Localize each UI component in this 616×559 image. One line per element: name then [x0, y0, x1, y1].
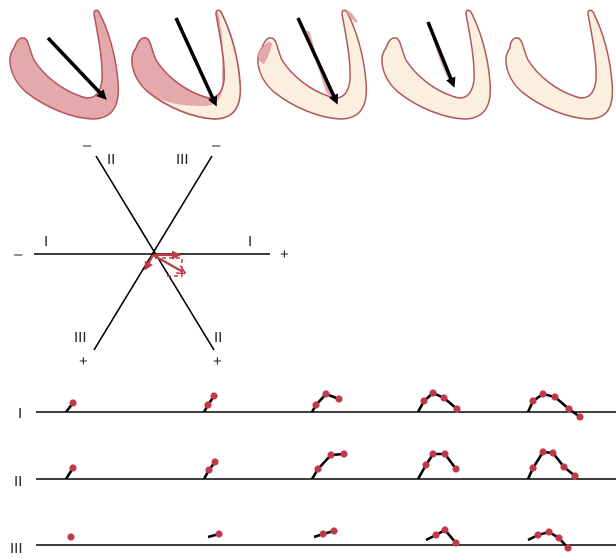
ecg-sample-point [69, 399, 76, 406]
plus-sign-lead-II: + [213, 353, 222, 370]
lead-II-label-bottom: II [214, 329, 222, 346]
ecg-segment-lead-I-stage-3 [312, 390, 343, 412]
ecg-sample-point [555, 534, 562, 541]
heart-stage-1 [10, 10, 118, 119]
ecg-sample-point [440, 394, 447, 401]
ecg-segment-lead-III-stage-5 [528, 528, 572, 551]
ecg-segment-lead-II-stage-2 [204, 458, 219, 479]
minus-sign-lead-III: – [212, 137, 221, 154]
ecg-segment-lead-I-stage-4 [418, 389, 461, 412]
ecg-sample-point [340, 450, 347, 457]
ecg-segment-lead-II-stage-3 [312, 450, 348, 479]
heart-stage-3 [258, 10, 366, 119]
lead-II-label-top: II [107, 151, 115, 168]
ecg-sample-point [551, 393, 558, 400]
trace-label-II: II [14, 473, 22, 490]
ecg-sample-point [529, 464, 536, 471]
ecg-sample-point [549, 449, 556, 456]
ecg-sample-point [576, 413, 583, 420]
ecg-sample-point [452, 465, 459, 472]
ecg-sample-point [564, 544, 571, 551]
ecg-segment-lead-I-stage-1 [66, 399, 77, 412]
ecg-sample-point [560, 463, 567, 470]
ecg-sample-point [211, 458, 218, 465]
ecg-sample-point [204, 401, 211, 408]
ecg-segment-lead-III-stage-2 [208, 530, 223, 537]
ecg-sample-point [432, 531, 439, 538]
ecg-sample-point [319, 530, 326, 537]
ecg-sample-point [215, 530, 222, 537]
ecg-segment-lead-III-stage-1 [67, 533, 74, 540]
heart-stage-4 [382, 10, 490, 119]
lead-II-axis [96, 156, 214, 350]
ecg-sample-point [452, 539, 459, 546]
ecg-sample-point [539, 390, 546, 397]
ecg-sample-point [453, 405, 460, 412]
ecg-segment-lead-II-stage-4 [418, 450, 460, 479]
ecg-sample-point [429, 389, 436, 396]
ecg-segment-lead-I-stage-2 [204, 392, 218, 412]
hexaxial-reference: I I II III III II – + – – + + [14, 137, 289, 370]
ecg-sample-point [322, 390, 329, 397]
ecg-traces: I II III [10, 389, 616, 557]
minus-sign-lead-I: – [14, 246, 23, 263]
ecg-sample-point [205, 466, 212, 473]
ecg-segment-lead-III-stage-4 [426, 526, 460, 546]
ecg-sample-point [210, 392, 217, 399]
trace-label-I: I [18, 405, 22, 422]
ecg-sample-point [327, 451, 334, 458]
ecg-sample-point [571, 472, 578, 479]
ecg-sample-point [420, 397, 427, 404]
minus-sign-lead-II: – [83, 137, 92, 154]
heart-myocardium [258, 10, 366, 119]
plus-sign-lead-III: + [79, 353, 88, 370]
ecg-sample-point [534, 531, 541, 538]
ecg-sample-point [335, 395, 342, 402]
ecg-sample-point [314, 465, 321, 472]
heart-myocardium [382, 10, 490, 119]
ecg-sample-point [429, 450, 436, 457]
ecg-sample-point [312, 401, 319, 408]
heart-myocardium [10, 10, 118, 119]
lead-III-axis [94, 156, 212, 350]
ecg-sample-point [565, 405, 572, 412]
ecg-sample-point [441, 526, 448, 533]
depolarization-vector [428, 22, 453, 84]
ecg-sample-point [441, 450, 448, 457]
vector-projection [146, 255, 183, 276]
ecg-segment-lead-II-stage-1 [66, 464, 77, 479]
ecg-sample-point [67, 533, 74, 540]
lead-III-label-bottom: III [74, 329, 87, 346]
lead-I-label-left: I [44, 233, 48, 250]
lead-I-label-right: I [248, 233, 252, 250]
ecg-sample-point [545, 528, 552, 535]
heart-stage-2 [132, 10, 240, 119]
ecg-segment-lead-II-stage-5 [528, 448, 579, 479]
ecg-sample-point [330, 527, 337, 534]
ecg-sample-point [69, 464, 76, 471]
ecg-trace-line [426, 530, 456, 543]
heart-stage-5 [506, 10, 612, 119]
lead-III-label-top: III [176, 151, 189, 168]
ecg-sample-point [529, 397, 536, 404]
ecg-waveform-segments [66, 389, 584, 551]
trace-label-III: III [10, 540, 23, 557]
ecg-sample-point [539, 448, 546, 455]
plus-sign-lead-I: + [280, 246, 289, 263]
ecg-segment-lead-I-stage-5 [528, 390, 584, 420]
heart-myocardium [506, 10, 612, 119]
ecg-segment-lead-III-stage-3 [314, 527, 338, 537]
ecg-sample-point [422, 461, 429, 468]
